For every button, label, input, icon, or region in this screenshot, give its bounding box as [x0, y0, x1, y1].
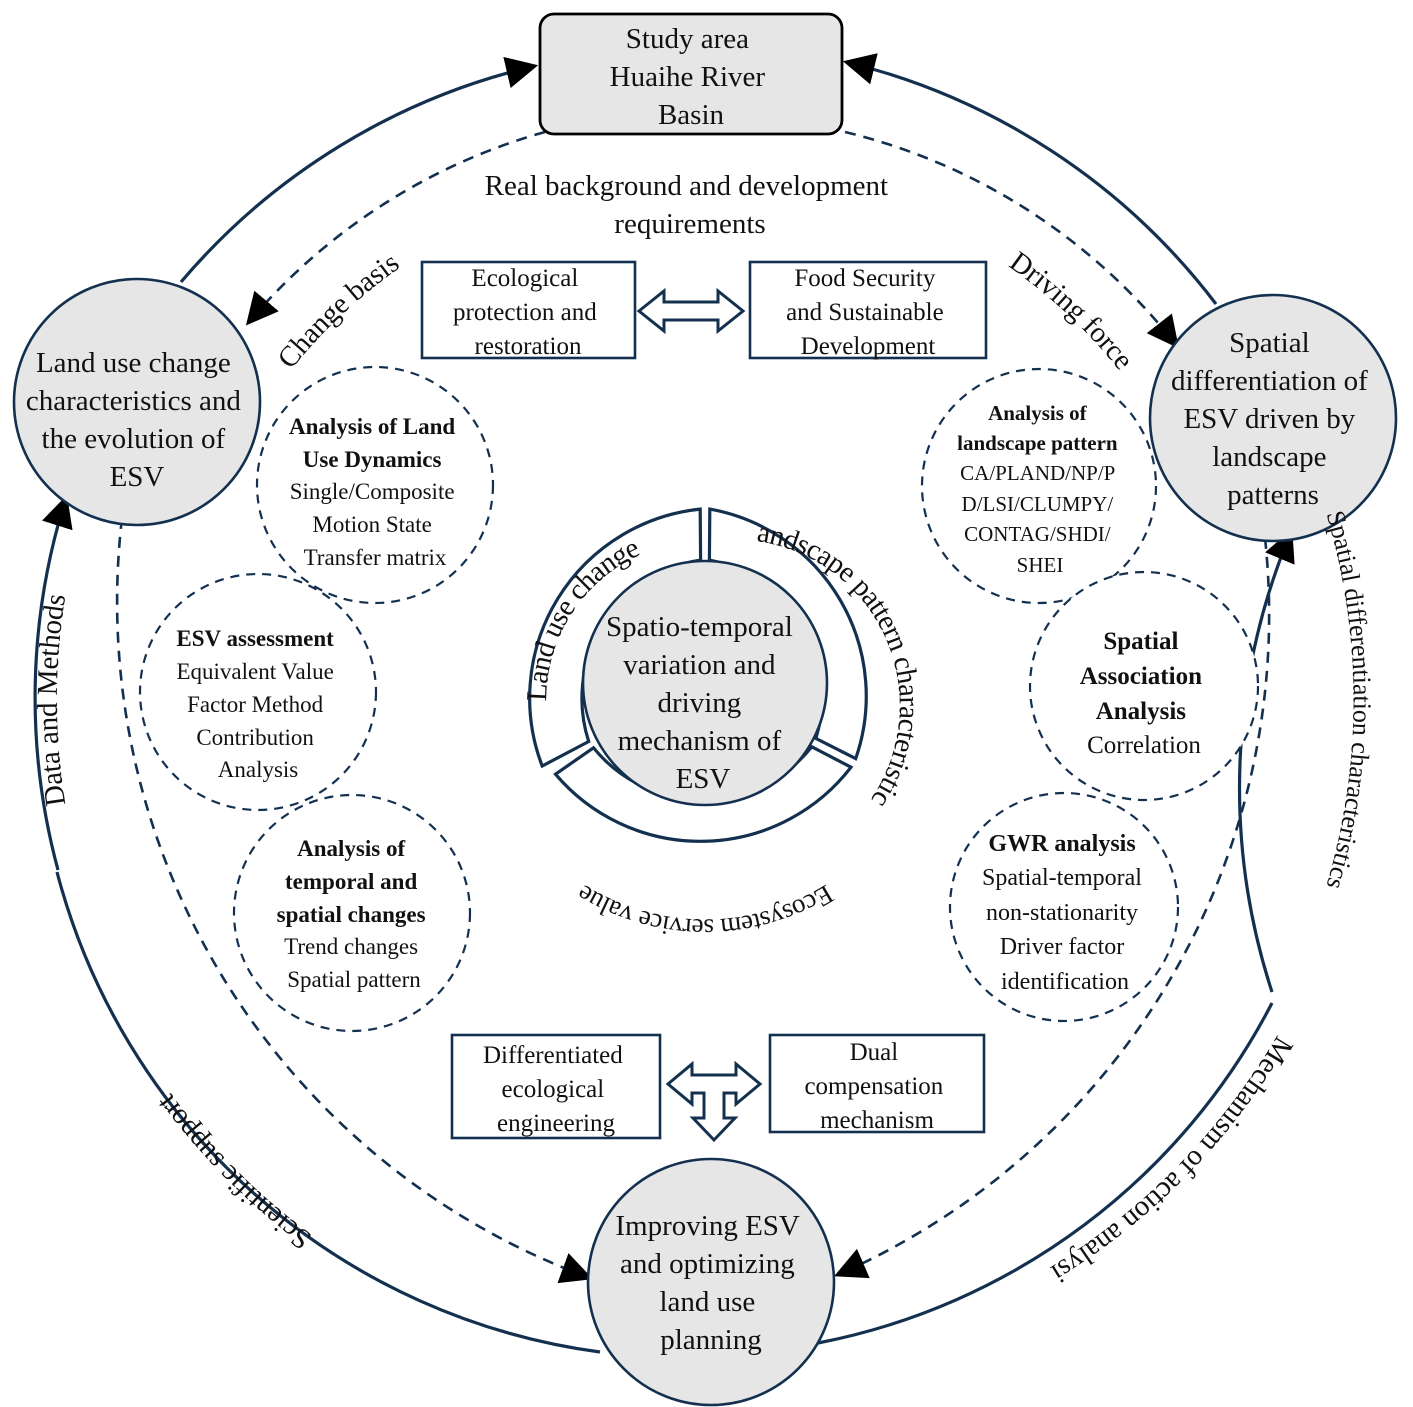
scientific-support-label: Scientific support [150, 1088, 317, 1255]
spatial-association-text: Spatial Association Analysis Correlation [1080, 628, 1208, 759]
esv-assessment-text: ESV assessment Equivalent Value Factor M… [176, 626, 339, 782]
dual-compensation-box [768, 1033, 986, 1134]
differentiated-engineering-box [450, 1033, 662, 1140]
spatial-diff-node-text: Spatial differentiation of ESV driven by… [1171, 327, 1375, 511]
differentiated-engineering-text: Differentiated ecological engineering [483, 1042, 629, 1137]
landscape-pattern-circle [920, 367, 1158, 605]
study-area-text: Study area Huaihe River Basin [610, 23, 773, 131]
land-use-node [12, 277, 262, 527]
spatial-diff-chars-label: Spatial differentiation characteristics [1321, 507, 1377, 892]
spatial-diff-node [1148, 293, 1398, 543]
ecological-protection-text: Ecological protection and restoration [453, 265, 603, 360]
esv-assessment-circle [138, 572, 378, 812]
land-use-node-text: Land use change characteristics and the … [26, 347, 248, 493]
study-area-node [538, 12, 844, 136]
land-use-dynamics-text: Analysis of Land Use Dynamics Single/Com… [289, 414, 461, 570]
ecological-protection-box [420, 260, 637, 360]
landscape-pattern-text: Analysis of landscape pattern CA/PLAND/N… [957, 401, 1123, 577]
background-text: Real background and development requirem… [485, 170, 896, 240]
improving-esv-text: Improving ESV and optimizing land use pl… [615, 1210, 806, 1356]
spatial-association-circle [1028, 570, 1260, 802]
food-security-box [748, 260, 988, 360]
double-arrow-icon [636, 287, 746, 335]
center-node-text: Spatio-temporal variation and driving me… [606, 611, 800, 795]
driving-force-label: Driving force [1004, 246, 1140, 376]
gwr-circle [948, 791, 1180, 1023]
center-ring [528, 507, 868, 843]
temporal-spatial-circle [232, 793, 472, 1033]
improving-esv-node [586, 1157, 836, 1407]
land-use-dynamics-circle [255, 365, 495, 605]
temporal-spatial-text: Analysis of temporal and spatial changes… [277, 836, 432, 992]
esv-ring-label: Ecosystem service value [571, 879, 838, 943]
gwr-text: GWR analysis Spatial-temporal non-statio… [982, 831, 1148, 995]
dual-compensation-text: Dual compensation mechanism [804, 1039, 949, 1134]
food-security-text: Food Security and Sustainable Developmen… [786, 265, 950, 360]
t-arrow-icon [665, 1060, 763, 1143]
change-basis-label: Change basis [272, 246, 405, 374]
data-methods-label: Data and Methods [32, 592, 72, 809]
